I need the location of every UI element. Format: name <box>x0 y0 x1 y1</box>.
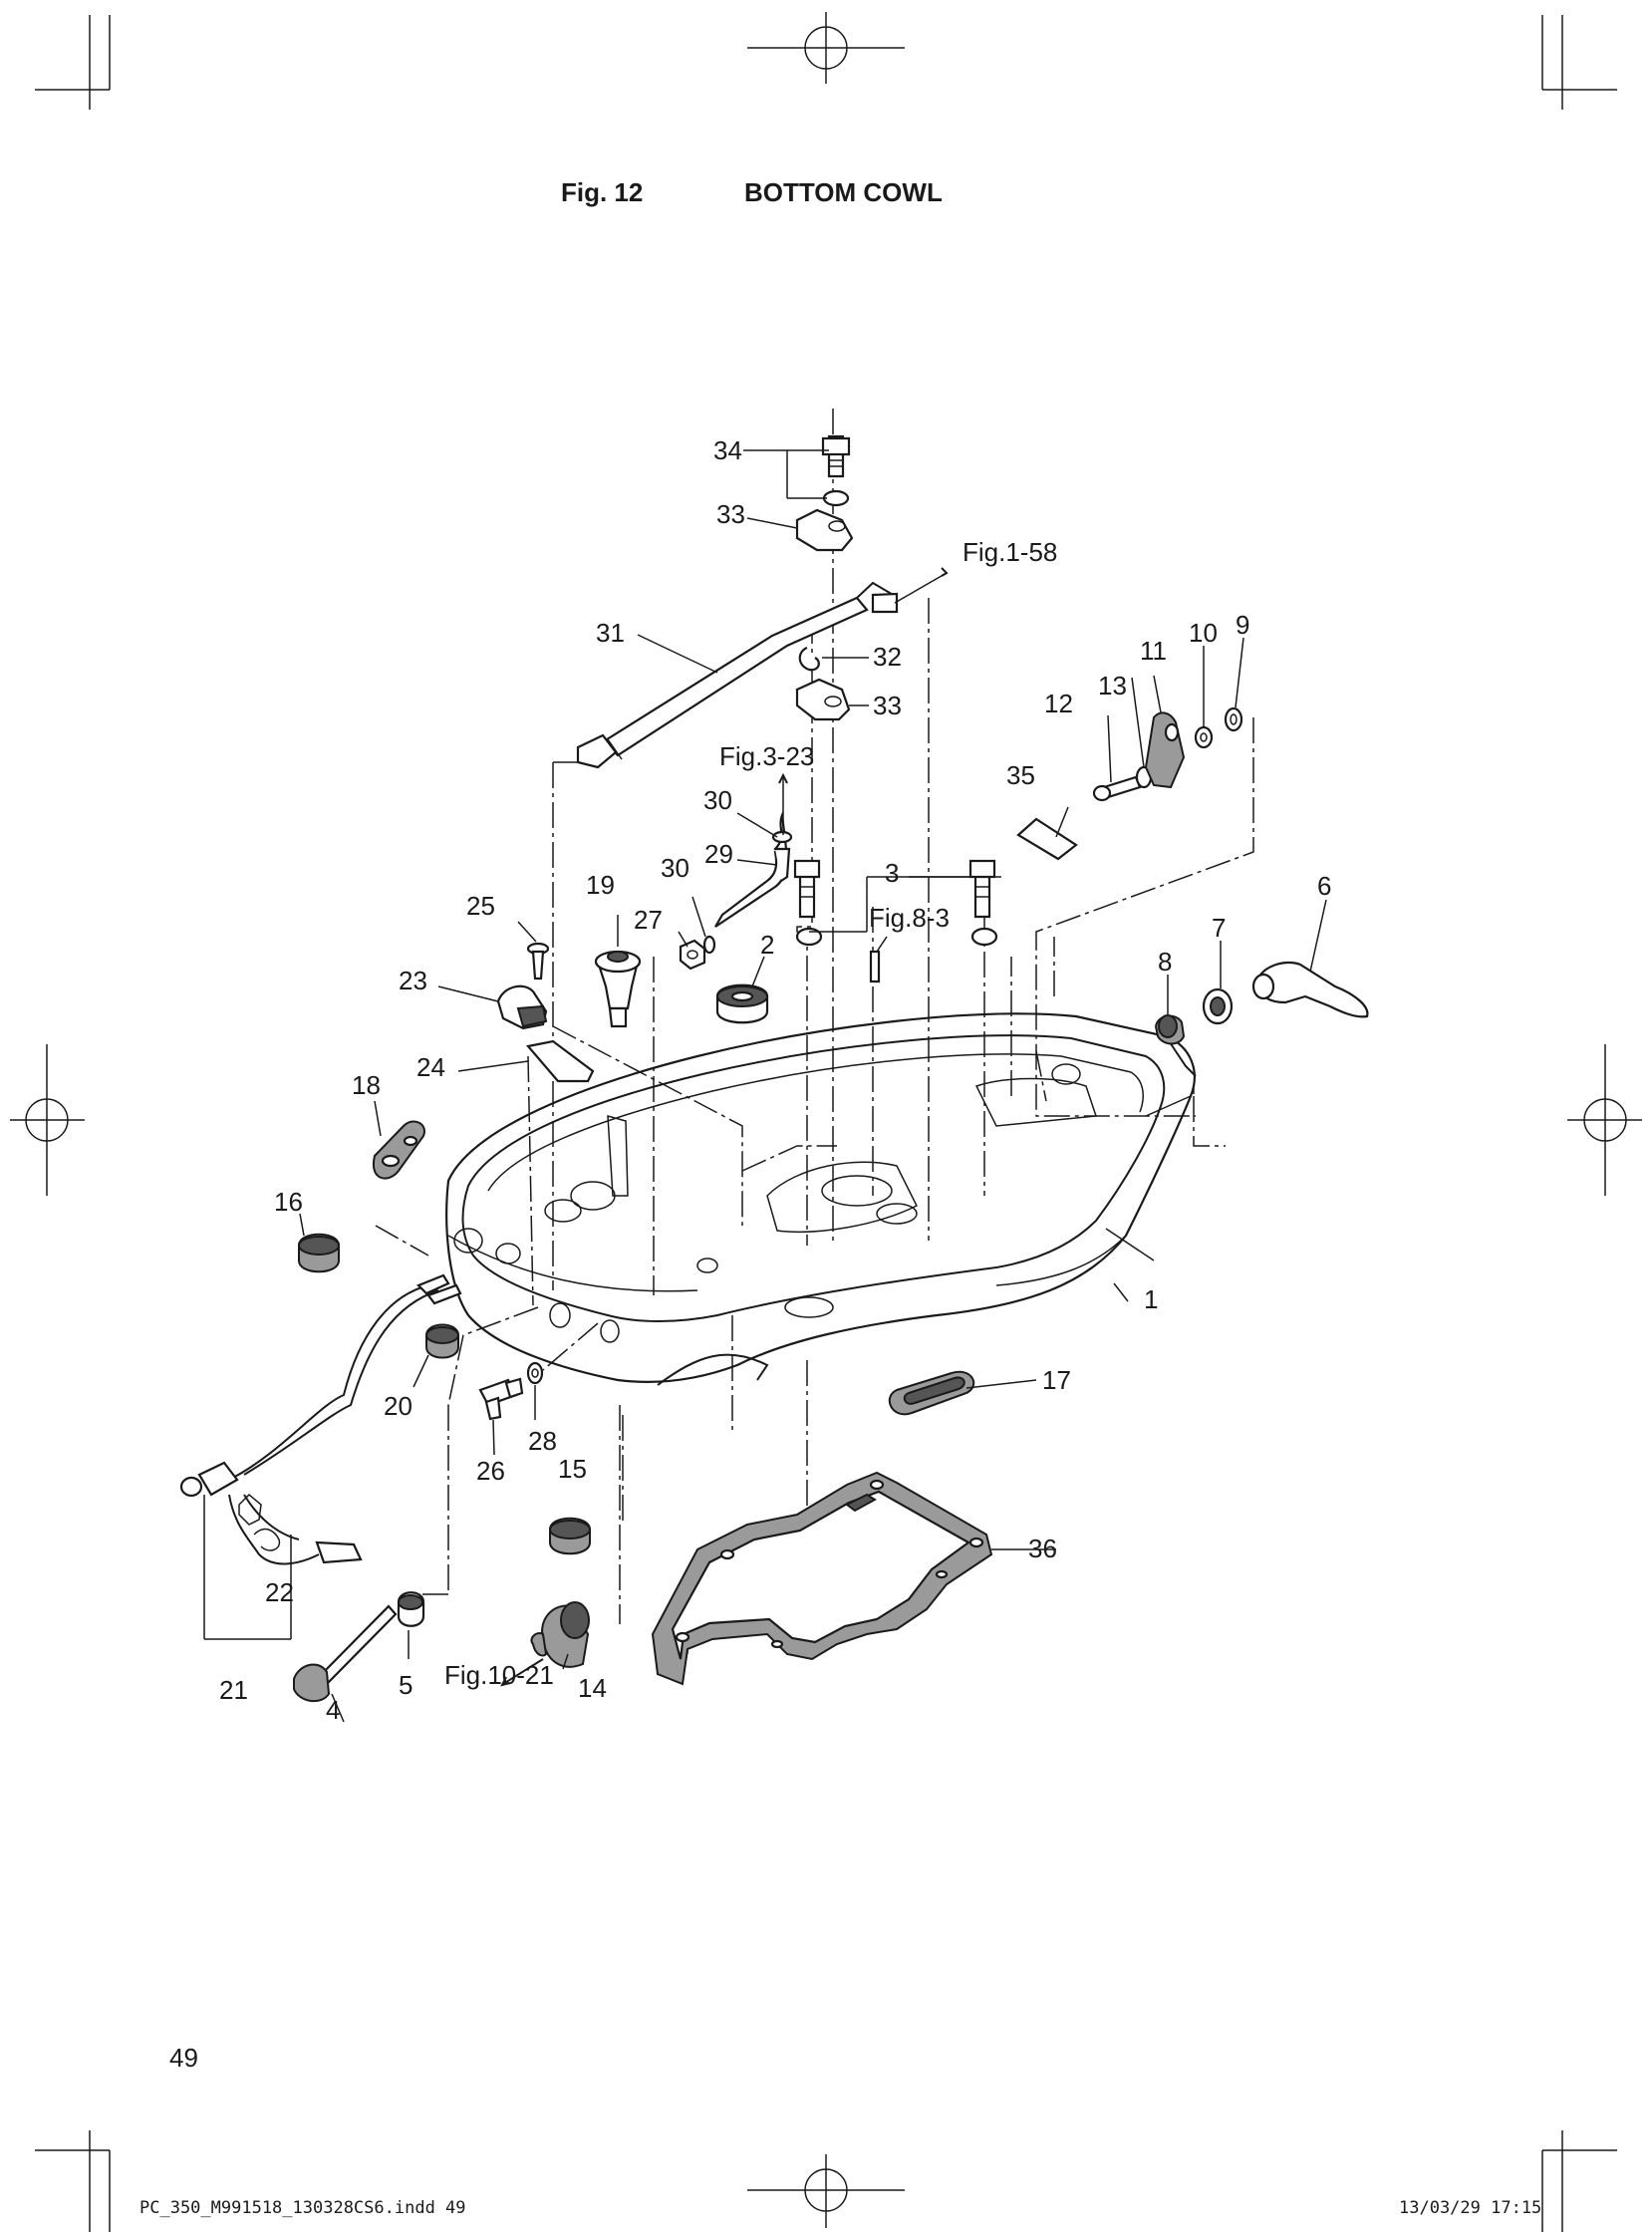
callout-19: 19 <box>586 870 615 900</box>
registration-mark-right <box>1567 1044 1642 1196</box>
part-33-clamp-lower <box>795 678 851 721</box>
page-number: 49 <box>169 2043 198 2073</box>
part-27-nut <box>679 939 706 971</box>
part-35-label <box>1016 817 1078 861</box>
part-25-screw <box>526 942 550 980</box>
part-36-gasket <box>651 1471 993 1686</box>
part-28-washer <box>526 1361 544 1385</box>
part-7-bushing <box>1202 987 1234 1025</box>
part-34-bolt <box>821 434 851 507</box>
callout-leader-lines <box>203 449 1327 1723</box>
part-21-stop-switch <box>179 1273 462 1498</box>
callout-11: 11 <box>1140 636 1167 666</box>
callout-24: 24 <box>416 1052 445 1082</box>
part-2-grommet <box>715 983 769 1024</box>
part-17-grommet <box>888 1370 975 1416</box>
part-dowel-pin <box>869 950 881 983</box>
reference-fig-10-21: Fig.10-21 <box>444 1660 554 1690</box>
callout-29: 29 <box>704 839 733 869</box>
callout-7: 7 <box>1212 913 1226 943</box>
callout-33-lower: 33 <box>873 691 902 720</box>
part-32-clip <box>798 646 820 672</box>
callout-26: 26 <box>476 1456 505 1486</box>
reference-fig-1-58: Fig.1-58 <box>963 537 1057 567</box>
part-6-lever <box>1251 961 1369 1018</box>
callout-21: 21 <box>219 1675 248 1705</box>
part-20-grommet <box>425 1323 459 1359</box>
part-24-plate <box>525 1039 595 1083</box>
callout-10: 10 <box>1189 618 1218 648</box>
callout-30-lower: 30 <box>661 853 689 883</box>
figure-number: Fig. 12 <box>561 177 644 207</box>
part-19-plug <box>594 950 642 1028</box>
callout-3: 3 <box>885 858 899 888</box>
phantom-leader-lines <box>375 409 1254 1624</box>
part-30-clip-lower <box>702 935 716 955</box>
callout-20: 20 <box>384 1391 413 1421</box>
part-3-bolt-left <box>793 859 823 947</box>
callout-32: 32 <box>873 642 902 672</box>
crop-marks <box>35 15 1617 2232</box>
part-4-pin <box>293 1604 398 1703</box>
reference-fig-3-23: Fig.3-23 <box>719 741 814 771</box>
callout-2: 2 <box>760 930 774 960</box>
part-26-fitting <box>478 1377 524 1421</box>
part-23-clamp <box>496 984 548 1030</box>
callout-30-upper: 30 <box>703 785 732 815</box>
callout-28: 28 <box>528 1426 557 1456</box>
part-33-clamp-upper <box>795 508 854 552</box>
callout-1: 1 <box>1144 1284 1158 1314</box>
figure-title: BOTTOM COWL <box>744 177 943 207</box>
registration-mark-left <box>10 1044 85 1196</box>
callout-23: 23 <box>399 966 427 995</box>
callout-4: 4 <box>326 1695 340 1725</box>
callout-13: 13 <box>1098 671 1127 700</box>
bottom-cowl-body <box>445 1012 1197 1386</box>
callout-25: 25 <box>466 891 495 921</box>
part-5-bushing <box>397 1591 425 1627</box>
callout-15: 15 <box>558 1454 587 1484</box>
part-29-hose <box>714 810 791 928</box>
part-31-cable <box>576 581 899 769</box>
callout-33-upper: 33 <box>716 499 745 529</box>
reference-fig-8-3: Fig.8-3 <box>869 903 950 933</box>
callout-17: 17 <box>1042 1365 1071 1395</box>
callout-34: 34 <box>713 435 742 465</box>
callout-14: 14 <box>578 1673 607 1703</box>
part-8-collar <box>1154 1014 1186 1045</box>
callout-8: 8 <box>1158 947 1172 977</box>
part-30-clip-upper <box>771 830 793 844</box>
callout-6: 6 <box>1317 871 1331 901</box>
part-18-grommet <box>372 1120 425 1180</box>
part-11-latch-bracket <box>1144 711 1186 789</box>
callout-36: 36 <box>1028 1534 1057 1563</box>
callout-16: 16 <box>274 1187 303 1217</box>
part-9-washer <box>1224 706 1243 732</box>
part-16-plug <box>298 1233 340 1273</box>
callout-18: 18 <box>352 1070 381 1100</box>
part-3-bolt-right <box>968 859 998 947</box>
callout-35: 35 <box>1006 760 1035 790</box>
callout-31: 31 <box>596 618 625 648</box>
callout-12: 12 <box>1044 689 1073 718</box>
part-22-lanyard <box>228 1493 363 1565</box>
registration-mark-bottom <box>747 2154 905 2228</box>
part-10-washer <box>1194 725 1214 749</box>
part-14-boot <box>530 1601 590 1668</box>
part-12-bolt <box>1092 775 1142 802</box>
file-slug: PC_350_M991518_130328CS6.indd 49 <box>139 2198 466 2218</box>
callout-9: 9 <box>1236 610 1249 640</box>
print-timestamp: 13/03/29 17:15 <box>1399 2198 1542 2218</box>
callout-27: 27 <box>634 905 663 935</box>
part-15-plug <box>549 1517 591 1555</box>
registration-mark-top <box>747 12 905 84</box>
callout-5: 5 <box>399 1670 413 1700</box>
callout-22: 22 <box>265 1577 294 1607</box>
